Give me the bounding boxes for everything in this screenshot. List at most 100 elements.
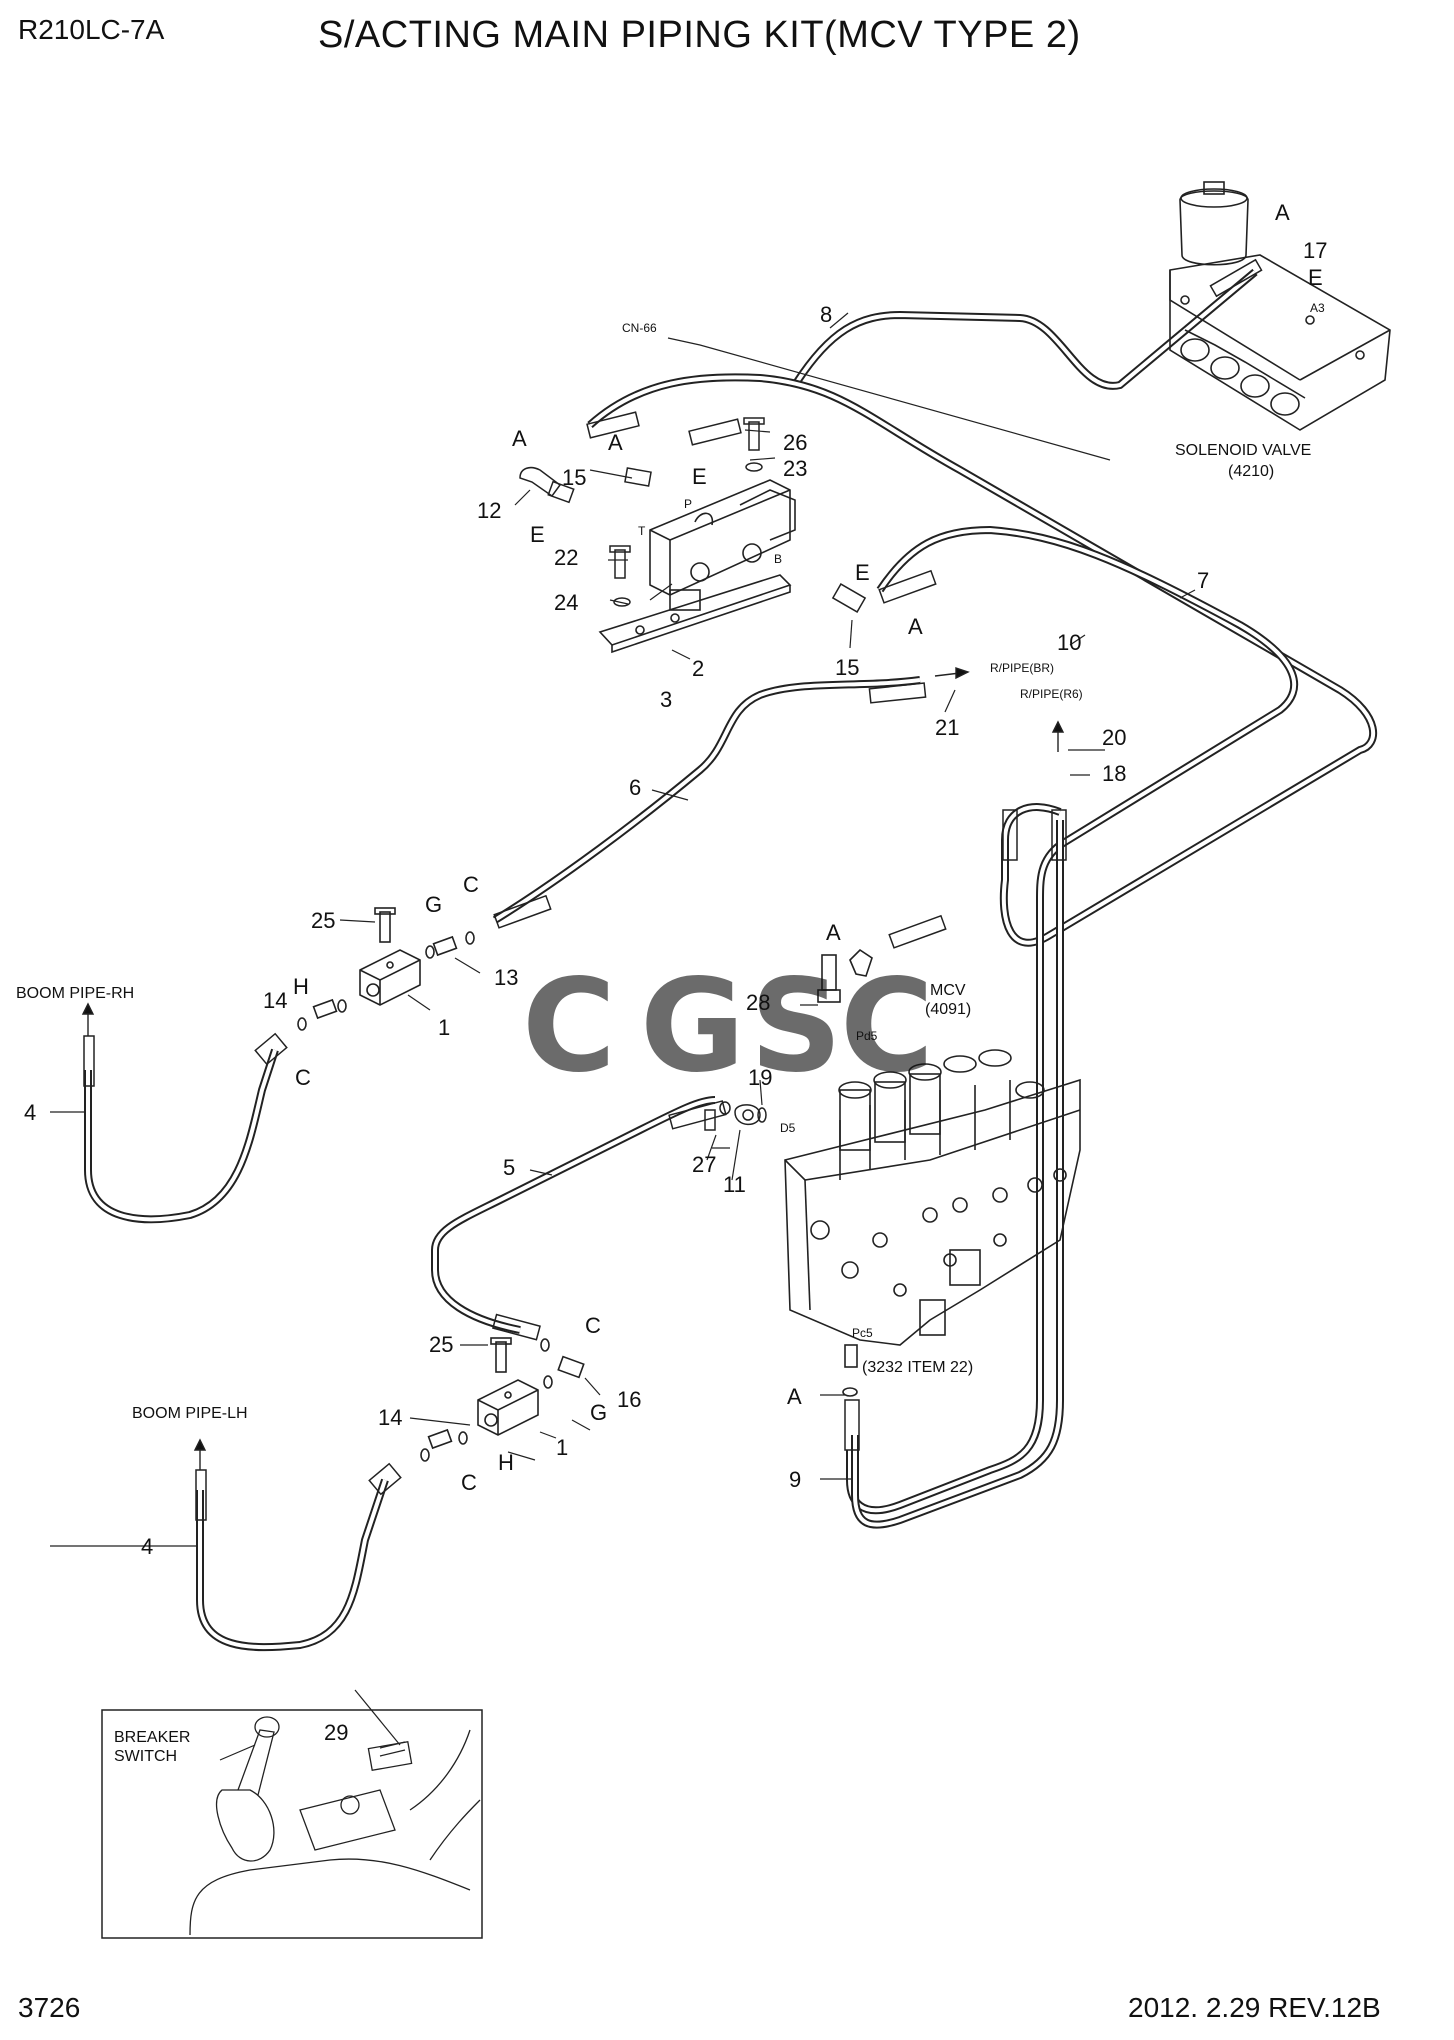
model-code: R210LC-7A: [18, 14, 165, 45]
breaker-switch-inset: [101, 1709, 483, 1939]
boom-pipe-lh-label: BOOM PIPE-LH: [132, 1405, 248, 1422]
callout-25-upper: 25: [311, 908, 335, 933]
callout-14-upper: 14: [263, 988, 287, 1013]
letter-a-mcv: A: [826, 920, 841, 945]
letter-h-upper: H: [293, 974, 309, 999]
callout-13: 13: [494, 965, 518, 990]
solenoid-valve-code: (4210): [1228, 463, 1274, 480]
callout-21: 21: [935, 715, 959, 740]
watermark-letter-1: C: [522, 952, 616, 1101]
callout-3: 3: [660, 687, 672, 712]
mcv-port-d5: D5: [780, 1121, 796, 1135]
callout-18: 18: [1102, 761, 1126, 786]
pipe-5: [431, 1096, 716, 1334]
letter-c-upper: C: [463, 872, 479, 897]
callout-20: 20: [1102, 725, 1126, 750]
port-letters: A E A A E E E A C G H C A C G H C A: [293, 200, 1323, 1495]
callout-2: 2: [692, 656, 704, 681]
mcv-label: MCV: [930, 982, 966, 999]
hose-4-upper: [84, 1048, 279, 1224]
block-port-t: T: [638, 524, 646, 538]
callout-12: 12: [477, 498, 501, 523]
connector-block-1-upper: [297, 907, 475, 1031]
diagram-title: S/ACTING MAIN PIPING KIT(MCV TYPE 2): [318, 14, 1081, 56]
solenoid-valve-label: SOLENOID VALVE: [1175, 442, 1311, 459]
block-port-p: P: [684, 497, 692, 511]
letter-c-lower: C: [585, 1313, 601, 1338]
callout-11: 11: [723, 1172, 746, 1197]
connector-cn66: CN-66: [622, 321, 657, 335]
callout-1-lower: 1: [556, 1435, 568, 1460]
connector-block-1-lower: [420, 1337, 585, 1462]
callout-6: 6: [629, 775, 641, 800]
letter-e-block-mid: E: [692, 464, 707, 489]
page-number: 3726: [18, 1992, 81, 2023]
callout-23: 23: [783, 456, 807, 481]
callout-27: 27: [692, 1152, 716, 1177]
block-fittings: [519, 417, 867, 613]
callout-10: 10: [1057, 630, 1081, 655]
callout-15-upper: 15: [562, 465, 586, 490]
mounting-plate-3: [598, 574, 792, 654]
solenoid-valve-4210: [1169, 181, 1391, 431]
watermark-letter-2: G: [640, 952, 745, 1101]
callout-15-lower: 15: [835, 655, 859, 680]
letter-e-solenoid: E: [1308, 265, 1323, 290]
boom-pipe-rh-label: BOOM PIPE-RH: [16, 985, 134, 1002]
cgsc-watermark: C G S C: [522, 952, 934, 1101]
letter-g-lower: G: [590, 1400, 607, 1425]
mcv-ref-item22: (3232 ITEM 22): [862, 1359, 973, 1376]
solenoid-port-a3: A3: [1310, 301, 1325, 315]
watermark-letter-4: C: [840, 952, 934, 1101]
block-port-b: B: [774, 552, 782, 566]
direction-arrows: [81, 667, 1065, 1470]
letter-a-lower: A: [787, 1384, 802, 1409]
mcv-code: (4091): [925, 1001, 971, 1018]
watermark-letter-3: S: [750, 952, 842, 1101]
callout-16: 16: [617, 1387, 641, 1412]
callout-22: 22: [554, 545, 578, 570]
letter-a-solenoid: A: [1275, 200, 1290, 225]
letter-a-block-right: A: [908, 614, 923, 639]
pipe-10: [846, 525, 1299, 1515]
revision-date: 2012. 2.29 REV.12B: [1128, 1992, 1381, 2023]
letter-c-upper-hose: C: [295, 1065, 311, 1090]
callout-14-lower: 14: [378, 1405, 402, 1430]
callout-28: 28: [746, 990, 770, 1015]
callout-19: 19: [748, 1065, 772, 1090]
callout-numbers: 8 7 10 17 26 23 15 12 22 24 2 3 15 21 20…: [24, 238, 1327, 1745]
letter-e-block-right: E: [855, 560, 870, 585]
leader-lines: [50, 312, 1196, 1761]
mcv-port-pc5: Pc5: [852, 1326, 873, 1340]
letter-g-upper: G: [425, 892, 442, 917]
letter-c-lower-hose: C: [461, 1470, 477, 1495]
pipe-8: [791, 268, 1258, 390]
letter-a-block-left: A: [512, 426, 527, 451]
mcv-port-pd5: Pd5: [856, 1029, 878, 1043]
mcv-flange-fittings: [704, 1101, 767, 1131]
pipe-6: [492, 676, 921, 924]
callout-24: 24: [554, 590, 578, 615]
pipe-9: [851, 820, 1064, 1529]
hose-fittings: [83, 258, 1263, 1521]
component-labels: SOLENOID VALVE (4210) A3 CN-66 T P B R/P…: [16, 301, 1325, 1765]
callout-4-upper: 4: [24, 1100, 36, 1125]
valve-block-2: [649, 479, 796, 596]
hose-4-lower: [196, 1478, 389, 1652]
main-control-valve-4091: [784, 948, 1081, 1397]
breaker-switch-label-line1: BREAKER: [114, 1729, 190, 1746]
callout-5: 5: [503, 1155, 515, 1180]
callout-4-lower: 4: [141, 1534, 153, 1559]
r-pipe-br-label: R/PIPE(BR): [990, 661, 1054, 675]
callout-7: 7: [1197, 568, 1209, 593]
breaker-switch-label-line2: SWITCH: [114, 1748, 177, 1765]
callout-29: 29: [324, 1720, 348, 1745]
callout-26: 26: [783, 430, 807, 455]
letter-h-lower: H: [498, 1450, 514, 1475]
callout-17: 17: [1303, 238, 1327, 263]
callout-1-upper: 1: [438, 1015, 450, 1040]
r-pipe-r6-label: R/PIPE(R6): [1020, 687, 1083, 701]
callout-8: 8: [820, 302, 832, 327]
